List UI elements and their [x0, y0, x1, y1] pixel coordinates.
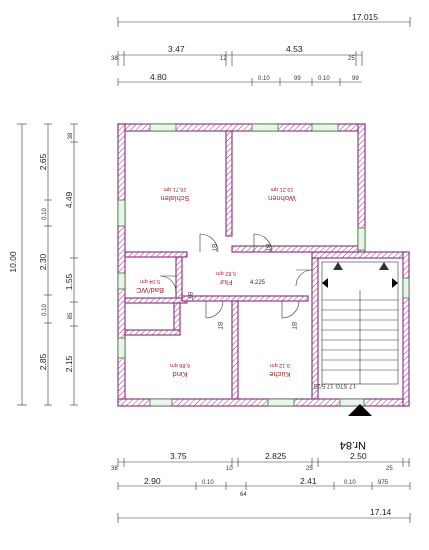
dim-bot-r1-5: 2.50: [350, 451, 367, 461]
window-bad: [117, 272, 126, 290]
dim-top-r1-1: 3.47: [168, 44, 185, 54]
dim-bot-r2-3: 2.41: [300, 476, 317, 486]
dim-left-i2-3: 85: [68, 312, 74, 319]
room-name-kind: Kind: [172, 370, 187, 379]
window-schlafen-1: [149, 123, 177, 132]
room-labels: Schlafen 16,71 qm Wohnen 19,21 qm Bad/WC…: [135, 186, 296, 379]
door-bad: [159, 275, 177, 293]
dim-top-r1-4: 25: [348, 56, 355, 62]
doors: [159, 233, 313, 319]
dim-bot-r1-0: 38: [111, 466, 118, 472]
dim-left-i2-0: 38: [68, 132, 74, 139]
room-area-kind: 6,86 qm: [170, 362, 190, 368]
dim-left-i1-1: 0.10: [42, 208, 48, 220]
room-name-kueche: Küche: [269, 370, 290, 379]
room-area-flur: 5,82 qm: [216, 270, 236, 276]
door-kind: [205, 300, 224, 319]
dim-left-i1-3: 0.10: [42, 304, 48, 316]
window-kind-side: [117, 337, 126, 359]
door-kueche: [281, 300, 300, 319]
dim-left-i2-1: 4.49: [64, 191, 74, 208]
window-stairs-side: [402, 277, 410, 299]
window-stairs: [339, 398, 365, 407]
room-area-schlafen: 16,71 qm: [163, 186, 186, 192]
window-schlafen-side: [117, 199, 126, 227]
dim-top-r1-3: 4.53: [286, 44, 303, 54]
north-label: Nr.84: [340, 439, 366, 451]
dim-bot-r2-1: 0.10: [202, 480, 214, 486]
dim-bot-r1-6: 25: [386, 466, 393, 472]
dim-top-r2-3: 0.10: [318, 76, 330, 82]
dim-left-i2-2: 1.55: [64, 273, 74, 290]
dim-bot-r2-2: 64: [240, 492, 247, 498]
dim-bot-r2-0: 2.90: [144, 476, 161, 486]
dim-top-r1-2: 12: [220, 56, 227, 62]
stair-arrow-up-icon: [333, 262, 343, 270]
dim-left-i1-0: 2.65: [38, 153, 48, 170]
dim-top-r2-1: 0.10: [258, 76, 270, 82]
room-area-wohnen: 19,21 qm: [270, 186, 293, 192]
dim-left-i2-4: 2.15: [64, 355, 74, 372]
dim-left-i1-4: 2.85: [38, 353, 48, 370]
dim-bot-r1-4: 25: [306, 466, 313, 472]
room-name-wohnen: Wohnen: [268, 194, 296, 203]
room-area-kueche: 9,12 qm: [270, 362, 290, 368]
dim-top-r1-0: 38: [111, 56, 118, 62]
dim-bot-r1-3: 2.825: [265, 451, 287, 461]
door-tag-5: BT: [290, 322, 296, 330]
north-marker: Nr.84: [340, 404, 372, 451]
room-area-bad: 5,04 qm: [140, 278, 160, 284]
door-tag-3: BT: [186, 292, 192, 300]
window-kueche: [267, 398, 295, 407]
stairs-label: 17 STG 17,5/25: [313, 382, 356, 388]
arrow-right-icon: [392, 278, 398, 288]
room-name-schlafen: Schlafen: [160, 194, 189, 203]
windows: [117, 123, 410, 407]
left-dimensions: 10.00 2.65 0.10 2.30 0.10 2.85 38 4.49 1…: [8, 123, 78, 406]
door-tag-4: BT: [216, 322, 222, 330]
window-wohnen-2: [311, 123, 339, 132]
dim-bot-total: 17.14: [370, 507, 392, 517]
stair-arrow-icon: [379, 262, 389, 270]
dim-bot-r2-4: 0.10: [344, 480, 356, 486]
room-name-flur: Flur: [219, 278, 232, 287]
door-tag-2: BT: [264, 244, 270, 252]
arrow-left-icon: [322, 278, 328, 288]
staircase: 17 STG 17,5/25: [313, 261, 399, 388]
room-name-bad: Bad/WC: [135, 286, 164, 295]
bottom-dimensions: 38 3.75 10 2.825 25 2.50 25 2.90 0.10 64…: [111, 451, 411, 523]
dim-left-outer: 10.00: [8, 251, 18, 273]
dim-bot-r2-5: 975: [378, 480, 389, 486]
top-dimensions: 17.015 38 3.47 12 4.53 25 4.80 0.10 99 0…: [111, 12, 411, 86]
door-wohnen: [253, 233, 273, 253]
north-arrow-icon: [348, 404, 372, 416]
window-wohnen-1: [251, 123, 279, 132]
window-wohnen-side: [357, 227, 366, 251]
dim-top-r2-0: 4.80: [150, 72, 167, 82]
walls: [117, 123, 410, 407]
door-entrance: [295, 269, 313, 287]
dim-bot-r1-1: 3.75: [170, 451, 187, 461]
door-tag-1: BT: [210, 244, 216, 252]
window-kind: [149, 398, 173, 407]
dim-bot-r1-2: 10: [226, 466, 233, 472]
door-schlafen: [199, 233, 219, 253]
dim-left-i1-2: 2.30: [38, 253, 48, 270]
dim-top-total: 17.015: [352, 12, 378, 22]
dim-top-r2-4: 99: [352, 76, 359, 82]
flur-width: 4.225: [250, 280, 266, 286]
dim-top-r2-2: 99: [294, 76, 301, 82]
